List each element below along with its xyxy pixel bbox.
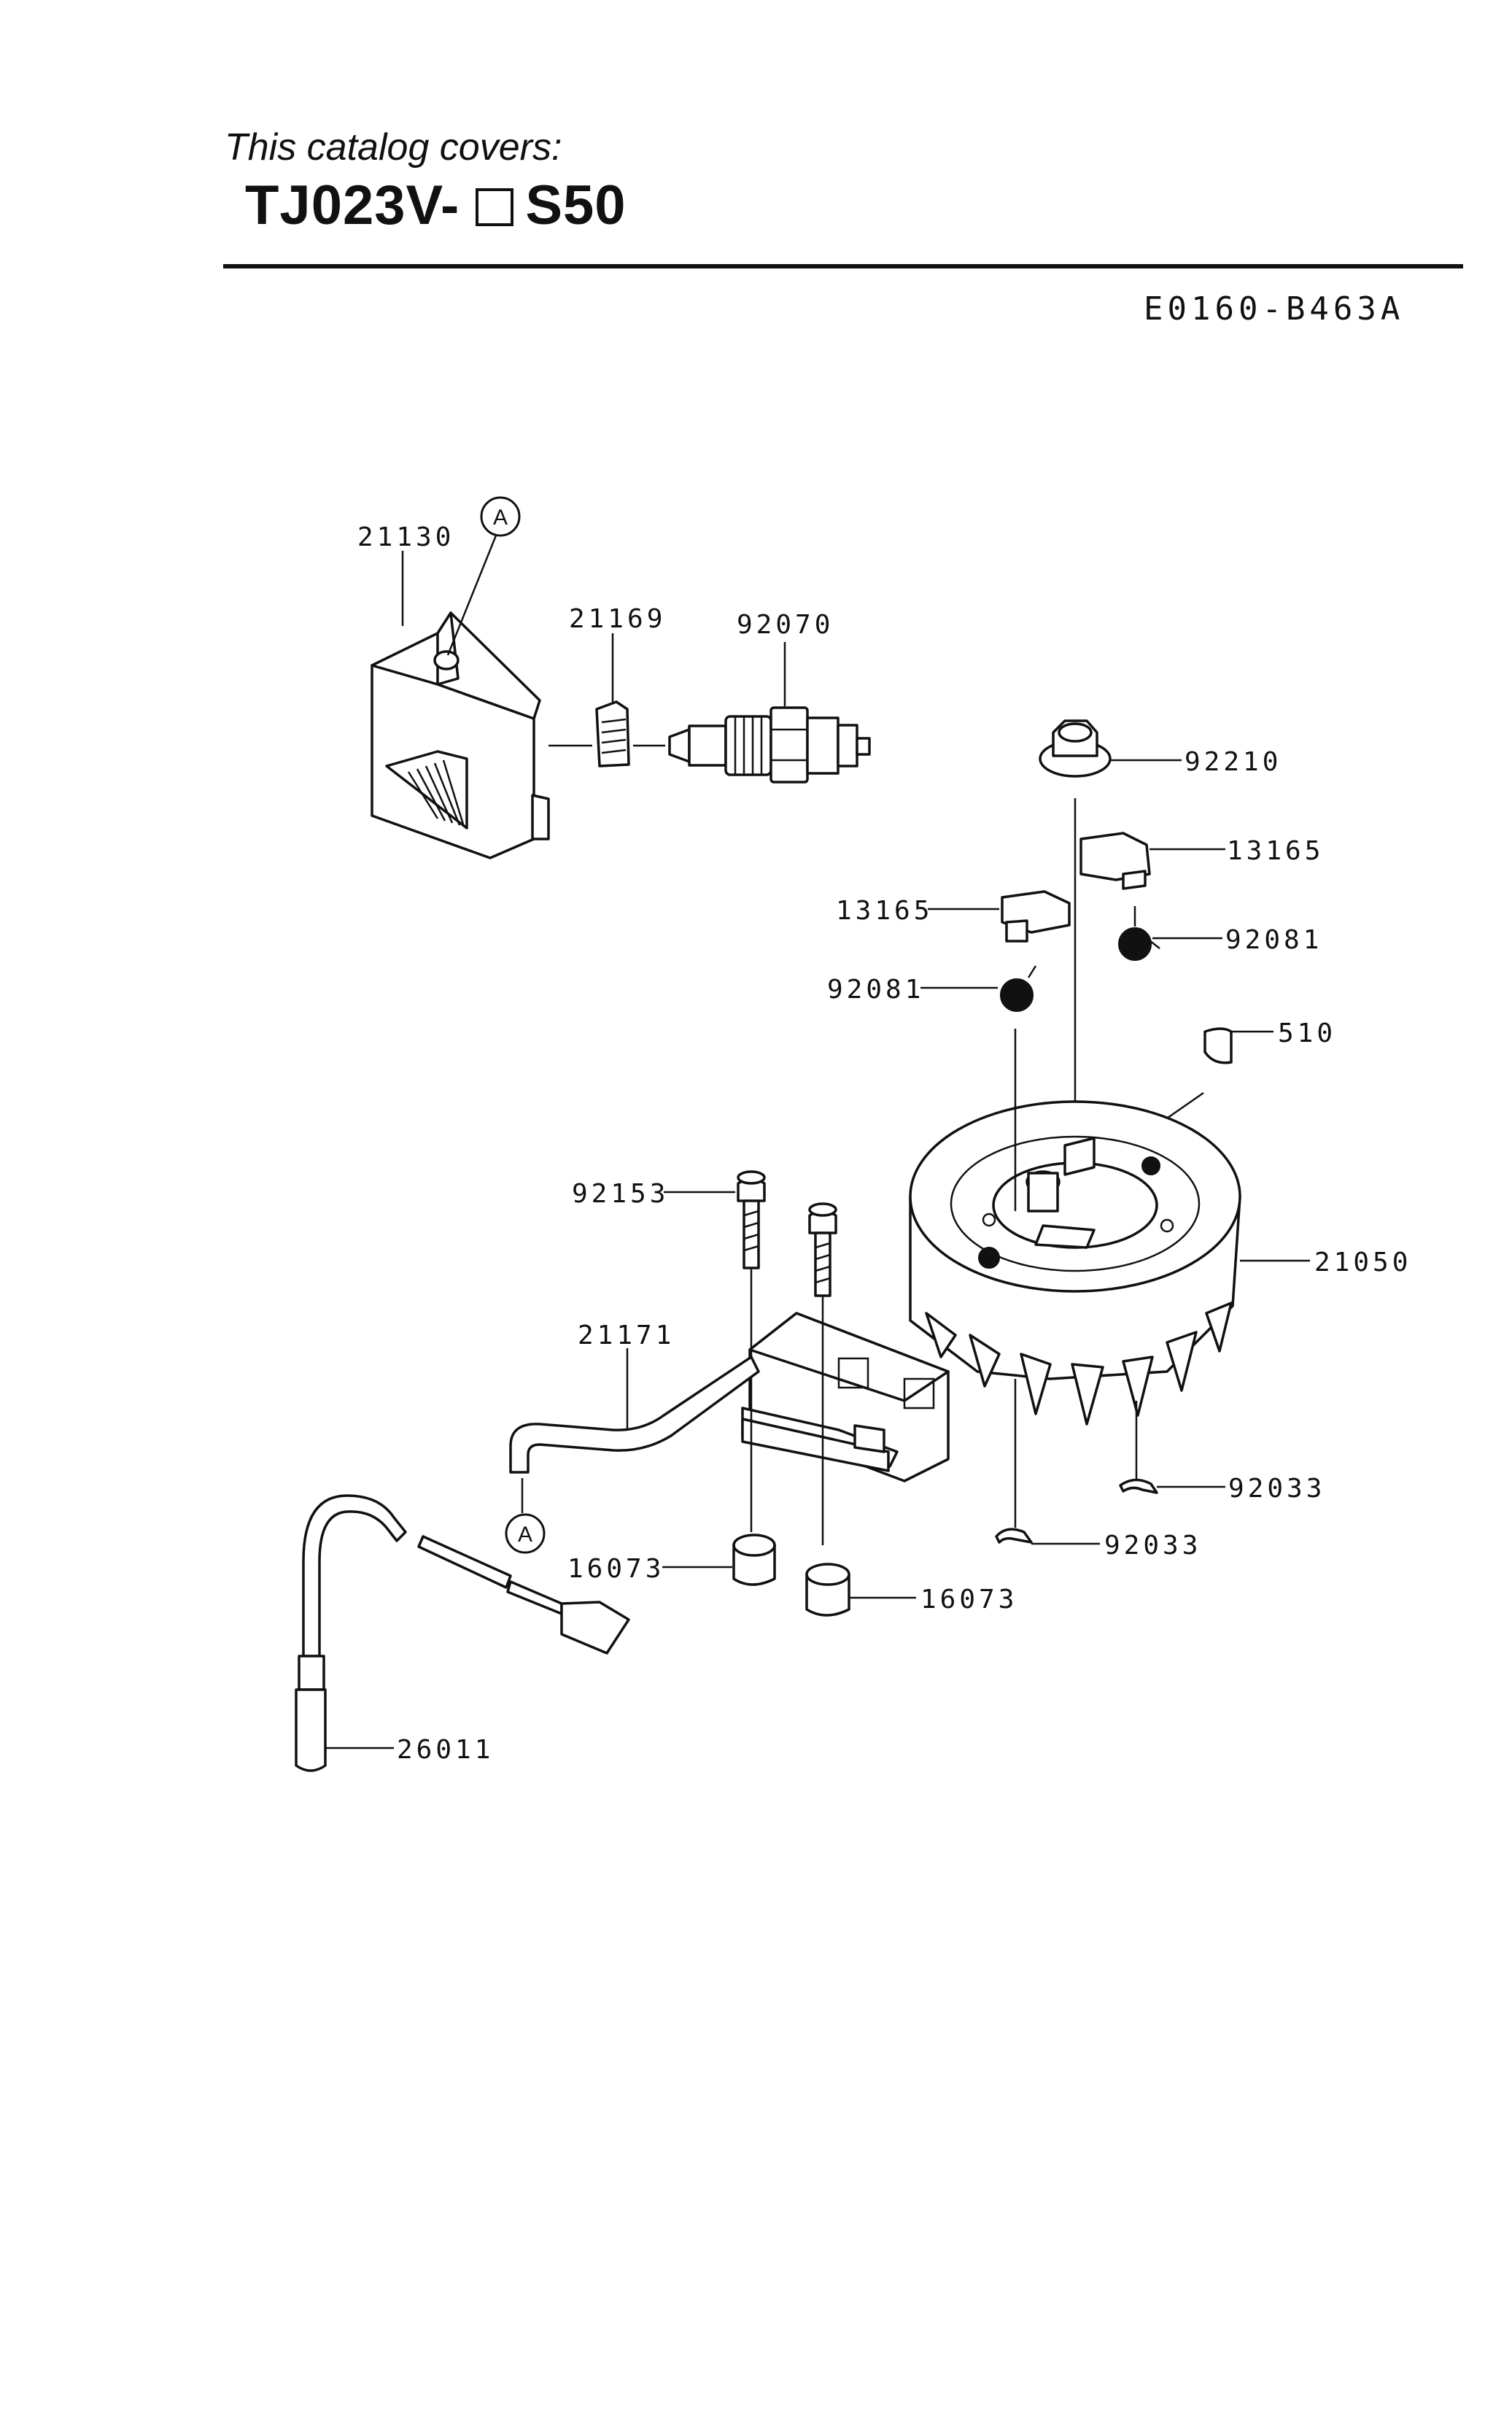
spacer-right-part [805,1563,850,1617]
callout-21130: 21130 [357,522,454,552]
woodruff-key-part [1203,1027,1233,1064]
header-divider [223,264,1463,268]
callout-92033-right: 92033 [1228,1474,1325,1504]
model-number: TJ023V- S50 [245,174,627,237]
bolt-left-part [737,1170,766,1269]
callout-92081-left: 92081 [827,975,924,1005]
checkbox-square-icon [476,187,514,226]
pawl-right-part [1079,832,1151,890]
callout-21050: 21050 [1314,1248,1411,1277]
flywheel-part [909,1100,1241,1426]
coil-lead-wire [509,1356,760,1474]
reference-circle-top: A [480,496,521,537]
spark-plug-part [668,706,871,784]
model-prefix: TJ023V- [245,174,460,236]
callout-92070: 92070 [737,610,834,640]
spring-right-part [1118,927,1160,961]
callout-92210: 92210 [1185,747,1282,777]
callout-16073-right: 16073 [920,1585,1017,1615]
diagram-code: E0160-B463A [1144,290,1405,328]
callout-13165-right: 13165 [1227,836,1324,866]
pawl-left-part [1001,890,1071,943]
spacer-left-part [732,1534,776,1586]
svg-text:A: A [493,506,508,530]
callout-92081-right: 92081 [1225,925,1322,955]
reference-circle-bottom: A [505,1513,546,1554]
ignition-coil-part [741,1312,950,1482]
callout-510: 510 [1278,1018,1336,1048]
terminal-part [595,700,630,767]
catalog-covers-label: This catalog covers: [225,126,562,169]
clip-left-part [995,1528,1033,1544]
callout-16073-left: 16073 [567,1554,664,1584]
bolt-right-part [808,1202,837,1297]
ground-wire-part [295,1494,630,1772]
clip-right-part [1119,1478,1158,1494]
callout-21169: 21169 [569,604,666,634]
model-suffix: S50 [525,174,627,236]
flange-nut-part [1039,719,1112,778]
plug-cover-part [371,611,550,859]
callout-92153: 92153 [572,1179,669,1209]
callout-92033-left: 92033 [1104,1531,1201,1561]
callout-13165-left: 13165 [836,896,933,926]
spring-left-part [1000,965,1037,1012]
callout-21171: 21171 [578,1320,675,1350]
callout-26011: 26011 [397,1735,494,1765]
svg-text:A: A [518,1523,532,1547]
